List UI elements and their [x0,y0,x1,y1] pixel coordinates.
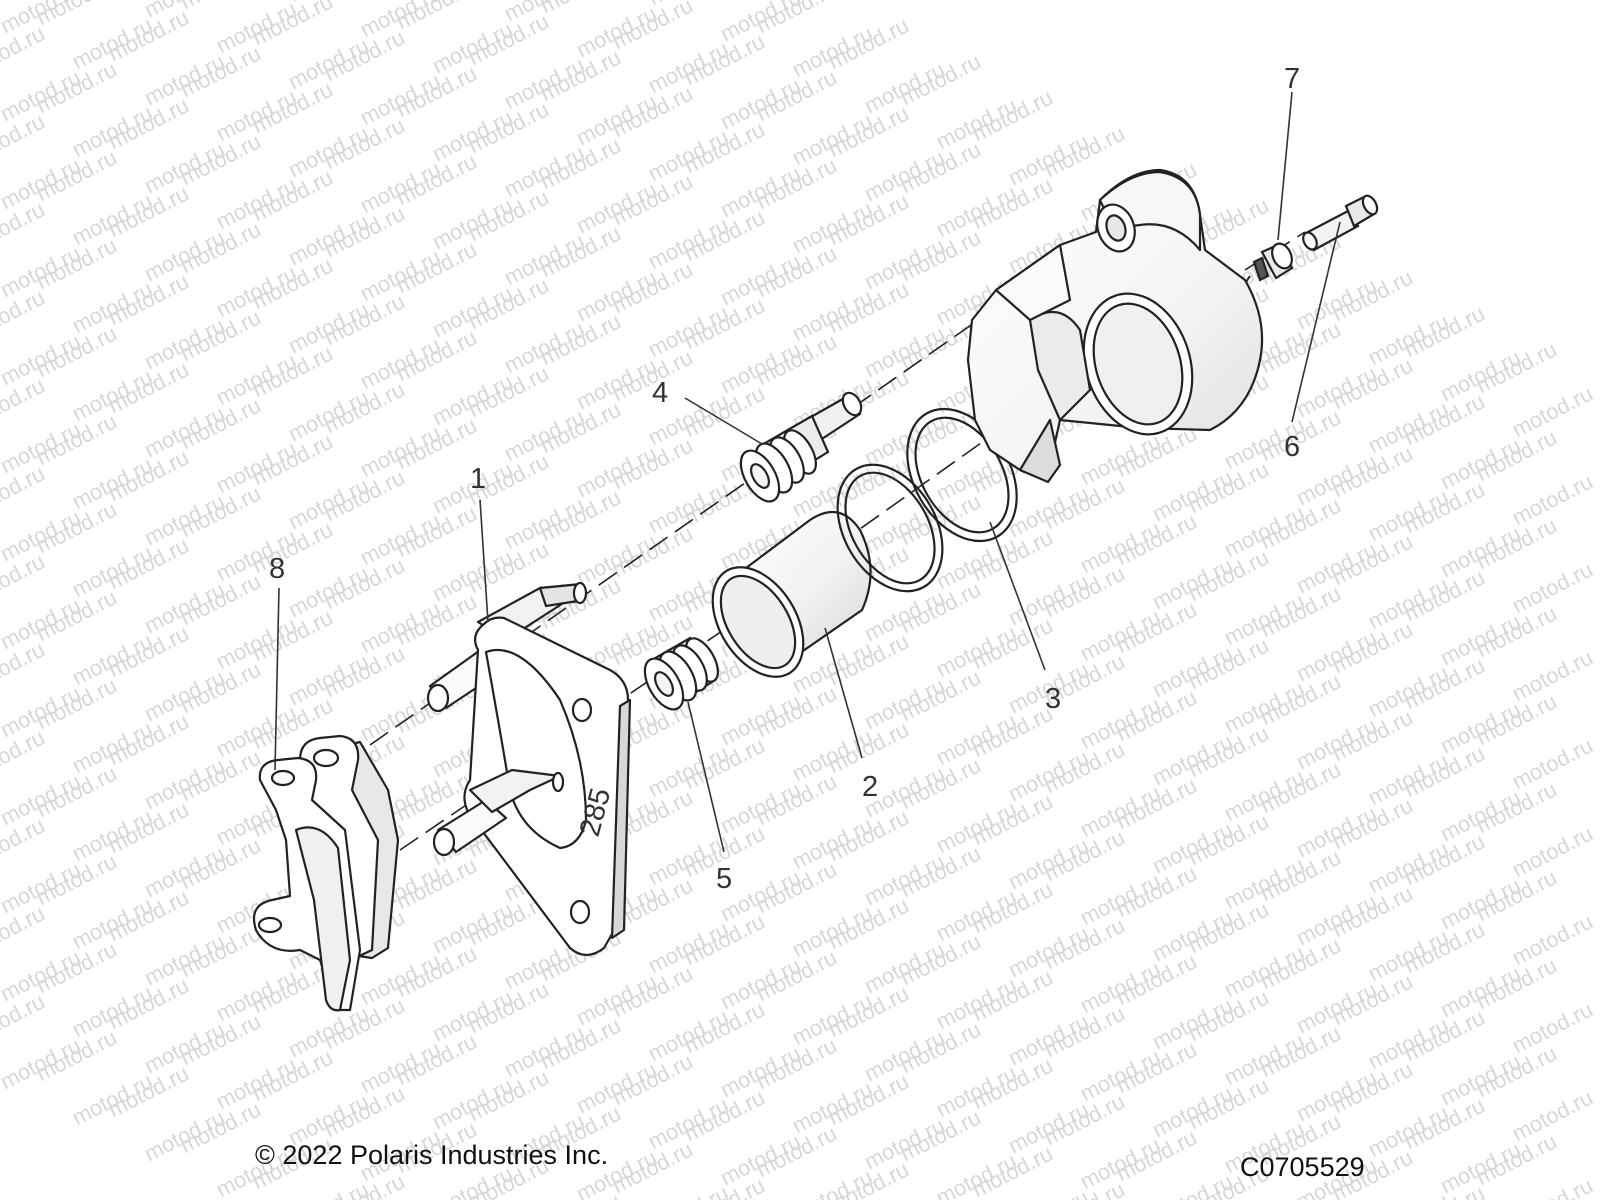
part-4-slide-pin [739,391,863,503]
callout-6: 6 [1284,431,1300,463]
callout-3: 3 [1045,683,1061,715]
leader-3 [989,521,1046,671]
leader-1 [479,499,489,623]
part-2-piston [711,510,872,678]
part-8-brake-pads [252,734,400,1012]
callout-2: 2 [862,771,878,803]
leader-7 [1277,91,1293,241]
caliper-body [966,168,1264,484]
leader-6 [1291,221,1341,423]
leader-4 [684,397,763,445]
leader-8 [274,587,280,771]
part-6-bleeder-screw [1302,194,1379,252]
leader-5 [687,701,725,853]
part-7-bleeder-cap [1252,242,1294,282]
leader-2 [824,627,863,759]
callout-4: 4 [652,377,668,409]
part-1-bracket: 285 [426,581,632,957]
figure-code: C0705529 [1240,1152,1365,1182]
part-5-pin-boot [643,636,719,711]
callout-8: 8 [269,553,285,585]
callouts: 1 2 3 4 5 6 7 8 [269,63,1300,895]
callout-1: 1 [470,463,486,495]
callout-5: 5 [716,863,732,895]
callout-7: 7 [1284,63,1300,95]
leader-lines [274,91,1341,853]
copyright-notice: © 2022 Polaris Industries Inc. [255,1140,609,1170]
